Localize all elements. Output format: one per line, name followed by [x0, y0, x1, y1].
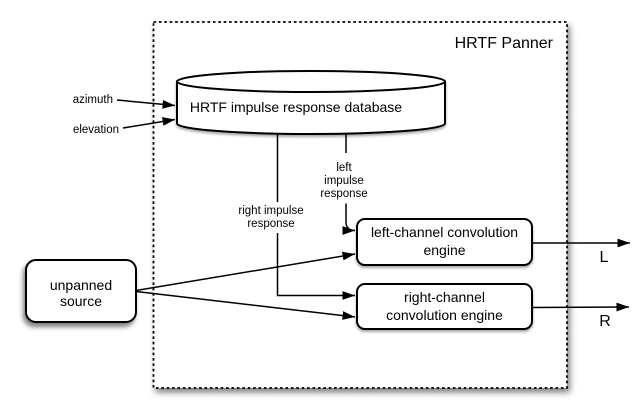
left-impulse-label-line3: response [320, 188, 367, 200]
unpanned-source-label-line2: source [60, 293, 102, 309]
panel-title: HRTF Panner [455, 35, 554, 52]
source-to-left-engine-arrow [135, 251, 356, 292]
left-convolution-engine-box [356, 218, 533, 266]
right-convolution-engine-box [356, 283, 533, 330]
azimuth-label: azimuth [73, 94, 113, 106]
left-impulse-label-line1: left [336, 162, 352, 174]
elevation-arrow [122, 117, 176, 129]
right-impulse-wire-lower [276, 233, 355, 300]
right-impulse-label-line2: response [247, 218, 294, 230]
right-engine-label-line1: right-channel [404, 289, 485, 305]
left-engine-label-line2: engine [423, 242, 465, 258]
right-impulse-label-line1: right impulse [238, 205, 303, 217]
left-engine-label-line1: left-channel convolution [371, 224, 518, 240]
elevation-label: elevation [73, 124, 119, 136]
left-impulse-wire-lower [342, 203, 356, 235]
azimuth-arrow [116, 99, 176, 109]
source-to-right-engine-arrow [135, 290, 356, 320]
unpanned-source-label-line1: unpanned [50, 277, 112, 293]
right-output-arrow [531, 302, 630, 312]
left-impulse-label-line2: impulse [324, 175, 364, 187]
hrtf-database-cylinder [176, 70, 446, 135]
right-output-label: R [599, 313, 611, 330]
unpanned-source-box [25, 259, 137, 323]
left-output-label: L [600, 249, 609, 266]
database-label: HRTF impulse response database [190, 99, 402, 115]
right-engine-label-line2: convolution engine [386, 307, 503, 323]
